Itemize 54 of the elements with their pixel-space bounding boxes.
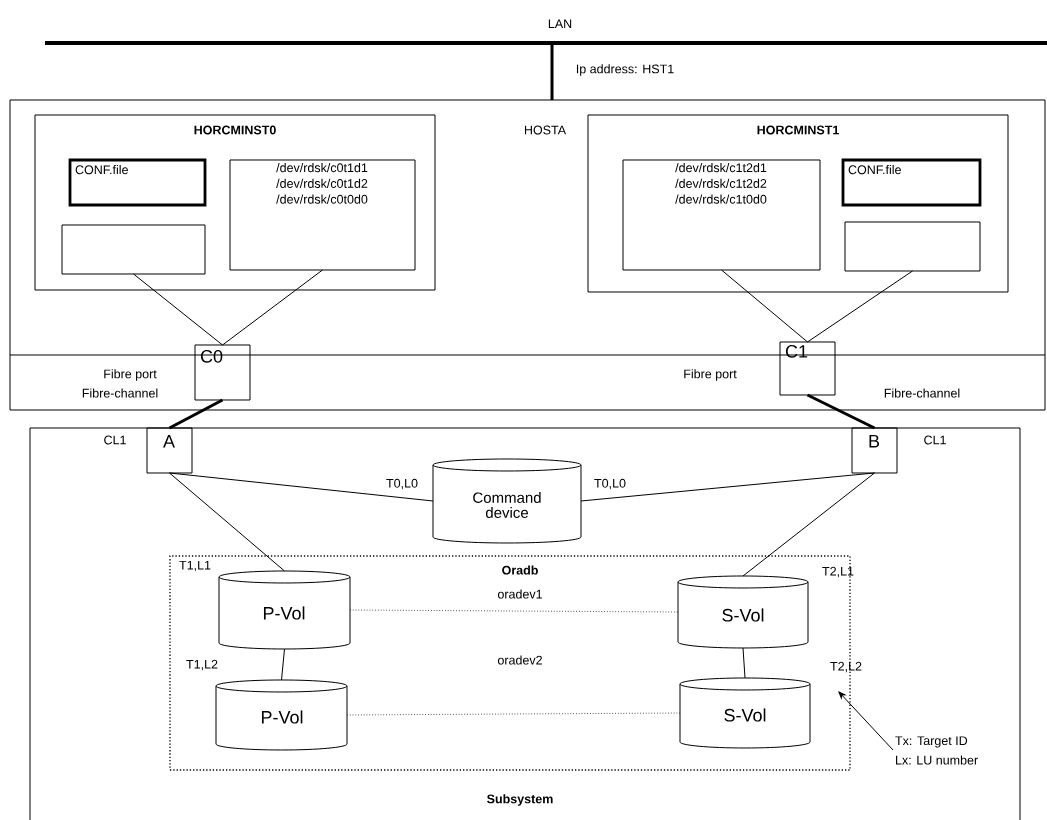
volume-cylinder: P-Vol (218, 570, 351, 650)
connection-line (168, 398, 224, 430)
port-box: B (851, 427, 898, 474)
device-list-box: /dev/rdsk/c0t1d1 /dev/rdsk/c0t1d2 /dev/rdsk/c0t0d0 (229, 159, 416, 271)
connection-line (169, 472, 285, 572)
file-box: CONF.file (841, 158, 982, 207)
process-box (844, 221, 981, 272)
cluster-label: CL1 (104, 435, 126, 445)
node-label: S-Vol (724, 708, 766, 722)
node-label: P-Vol (263, 606, 305, 620)
process-box (61, 224, 206, 275)
lun-label: T2,L2 (830, 661, 862, 673)
edge-label: Fibre-channel (80, 387, 160, 399)
connection-line (222, 269, 323, 346)
connection-line (807, 270, 913, 343)
port-box: C0 (194, 344, 251, 401)
connection-line (806, 393, 876, 430)
port-box: C1 (779, 341, 836, 396)
volume-cylinder: S-Vol (677, 575, 809, 649)
lun-label: T1,L1 (179, 560, 211, 572)
edge-label: Ip address: HST1 (574, 63, 676, 77)
key-text: Tx: Target ID Lx: LU number (895, 736, 978, 765)
edge-label: Fibre-channel (882, 387, 962, 399)
edge-label: T0,L0 (385, 477, 419, 491)
connection-line (742, 647, 746, 679)
lun-label: T1,L2 (186, 659, 218, 671)
node-label: P-Vol (261, 710, 303, 724)
node-label: S-Vol (722, 608, 764, 622)
port-box: A (146, 427, 193, 474)
volume-cylinder: S-Vol (679, 677, 811, 749)
storage-cylinder: Command device (432, 458, 582, 544)
connection-line (721, 269, 808, 343)
port-label: Fibre port (684, 369, 737, 381)
node-label: LAN (548, 19, 572, 28)
node-label: Command device (473, 491, 541, 518)
connection-line (580, 472, 875, 502)
lun-label: T2,L1 (822, 566, 854, 578)
connection-line (169, 472, 434, 502)
leader-arrow (838, 691, 894, 751)
network-bar: LAN (45, 19, 1047, 45)
connection-line (349, 609, 679, 613)
edge-label: oradev1 (496, 588, 544, 600)
volume-cylinder: P-Vol (215, 679, 348, 751)
connection-line (346, 712, 681, 716)
connection-line (550, 45, 554, 100)
edge-label: oradev2 (496, 654, 544, 666)
edge-label: T0,L0 (593, 477, 627, 491)
file-box: CONF.file (68, 158, 207, 207)
connection-line (133, 273, 223, 346)
cluster-label: CL1 (924, 435, 946, 445)
port-label: Fibre port (104, 369, 157, 381)
device-list-box: /dev/rdsk/c1t2d1 /dev/rdsk/c1t2d2 /dev/rdsk/c1t0d0 (622, 159, 821, 271)
connection-line (281, 648, 285, 681)
connection-line (742, 472, 875, 577)
